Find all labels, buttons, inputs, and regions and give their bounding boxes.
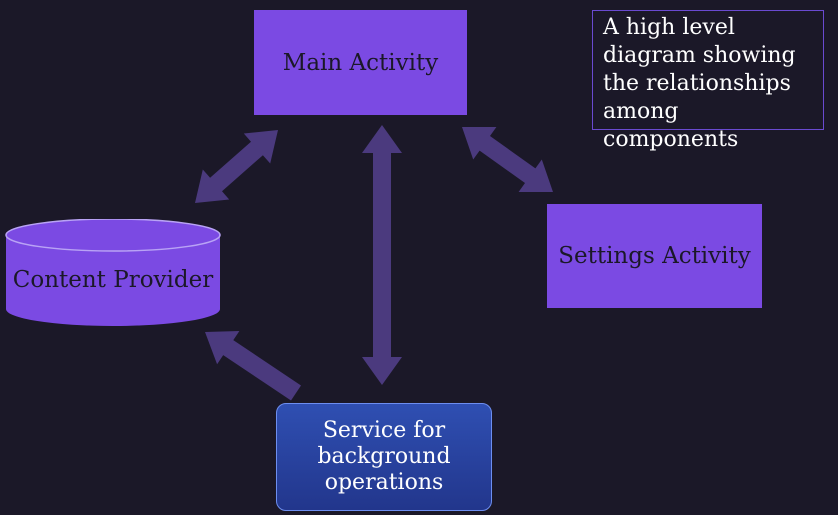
arrow-service-content: [205, 331, 301, 401]
main-activity-label: Main Activity: [282, 49, 439, 76]
content-provider-label: Content Provider: [12, 267, 214, 293]
service-node: Service for background operations: [276, 403, 492, 511]
diagram-caption: A high level diagram showing the relatio…: [592, 10, 824, 152]
arrow-main-content: [195, 130, 278, 203]
service-label: Service for background operations: [317, 418, 451, 495]
settings-activity-label: Settings Activity: [558, 243, 751, 269]
main-activity-node: Main Activity: [254, 10, 467, 115]
arrow-main-service: [362, 125, 402, 385]
settings-activity-node: Settings Activity: [547, 204, 762, 308]
content-provider-cylinder-icon: [5, 219, 221, 326]
arrow-main-settings: [462, 127, 553, 192]
